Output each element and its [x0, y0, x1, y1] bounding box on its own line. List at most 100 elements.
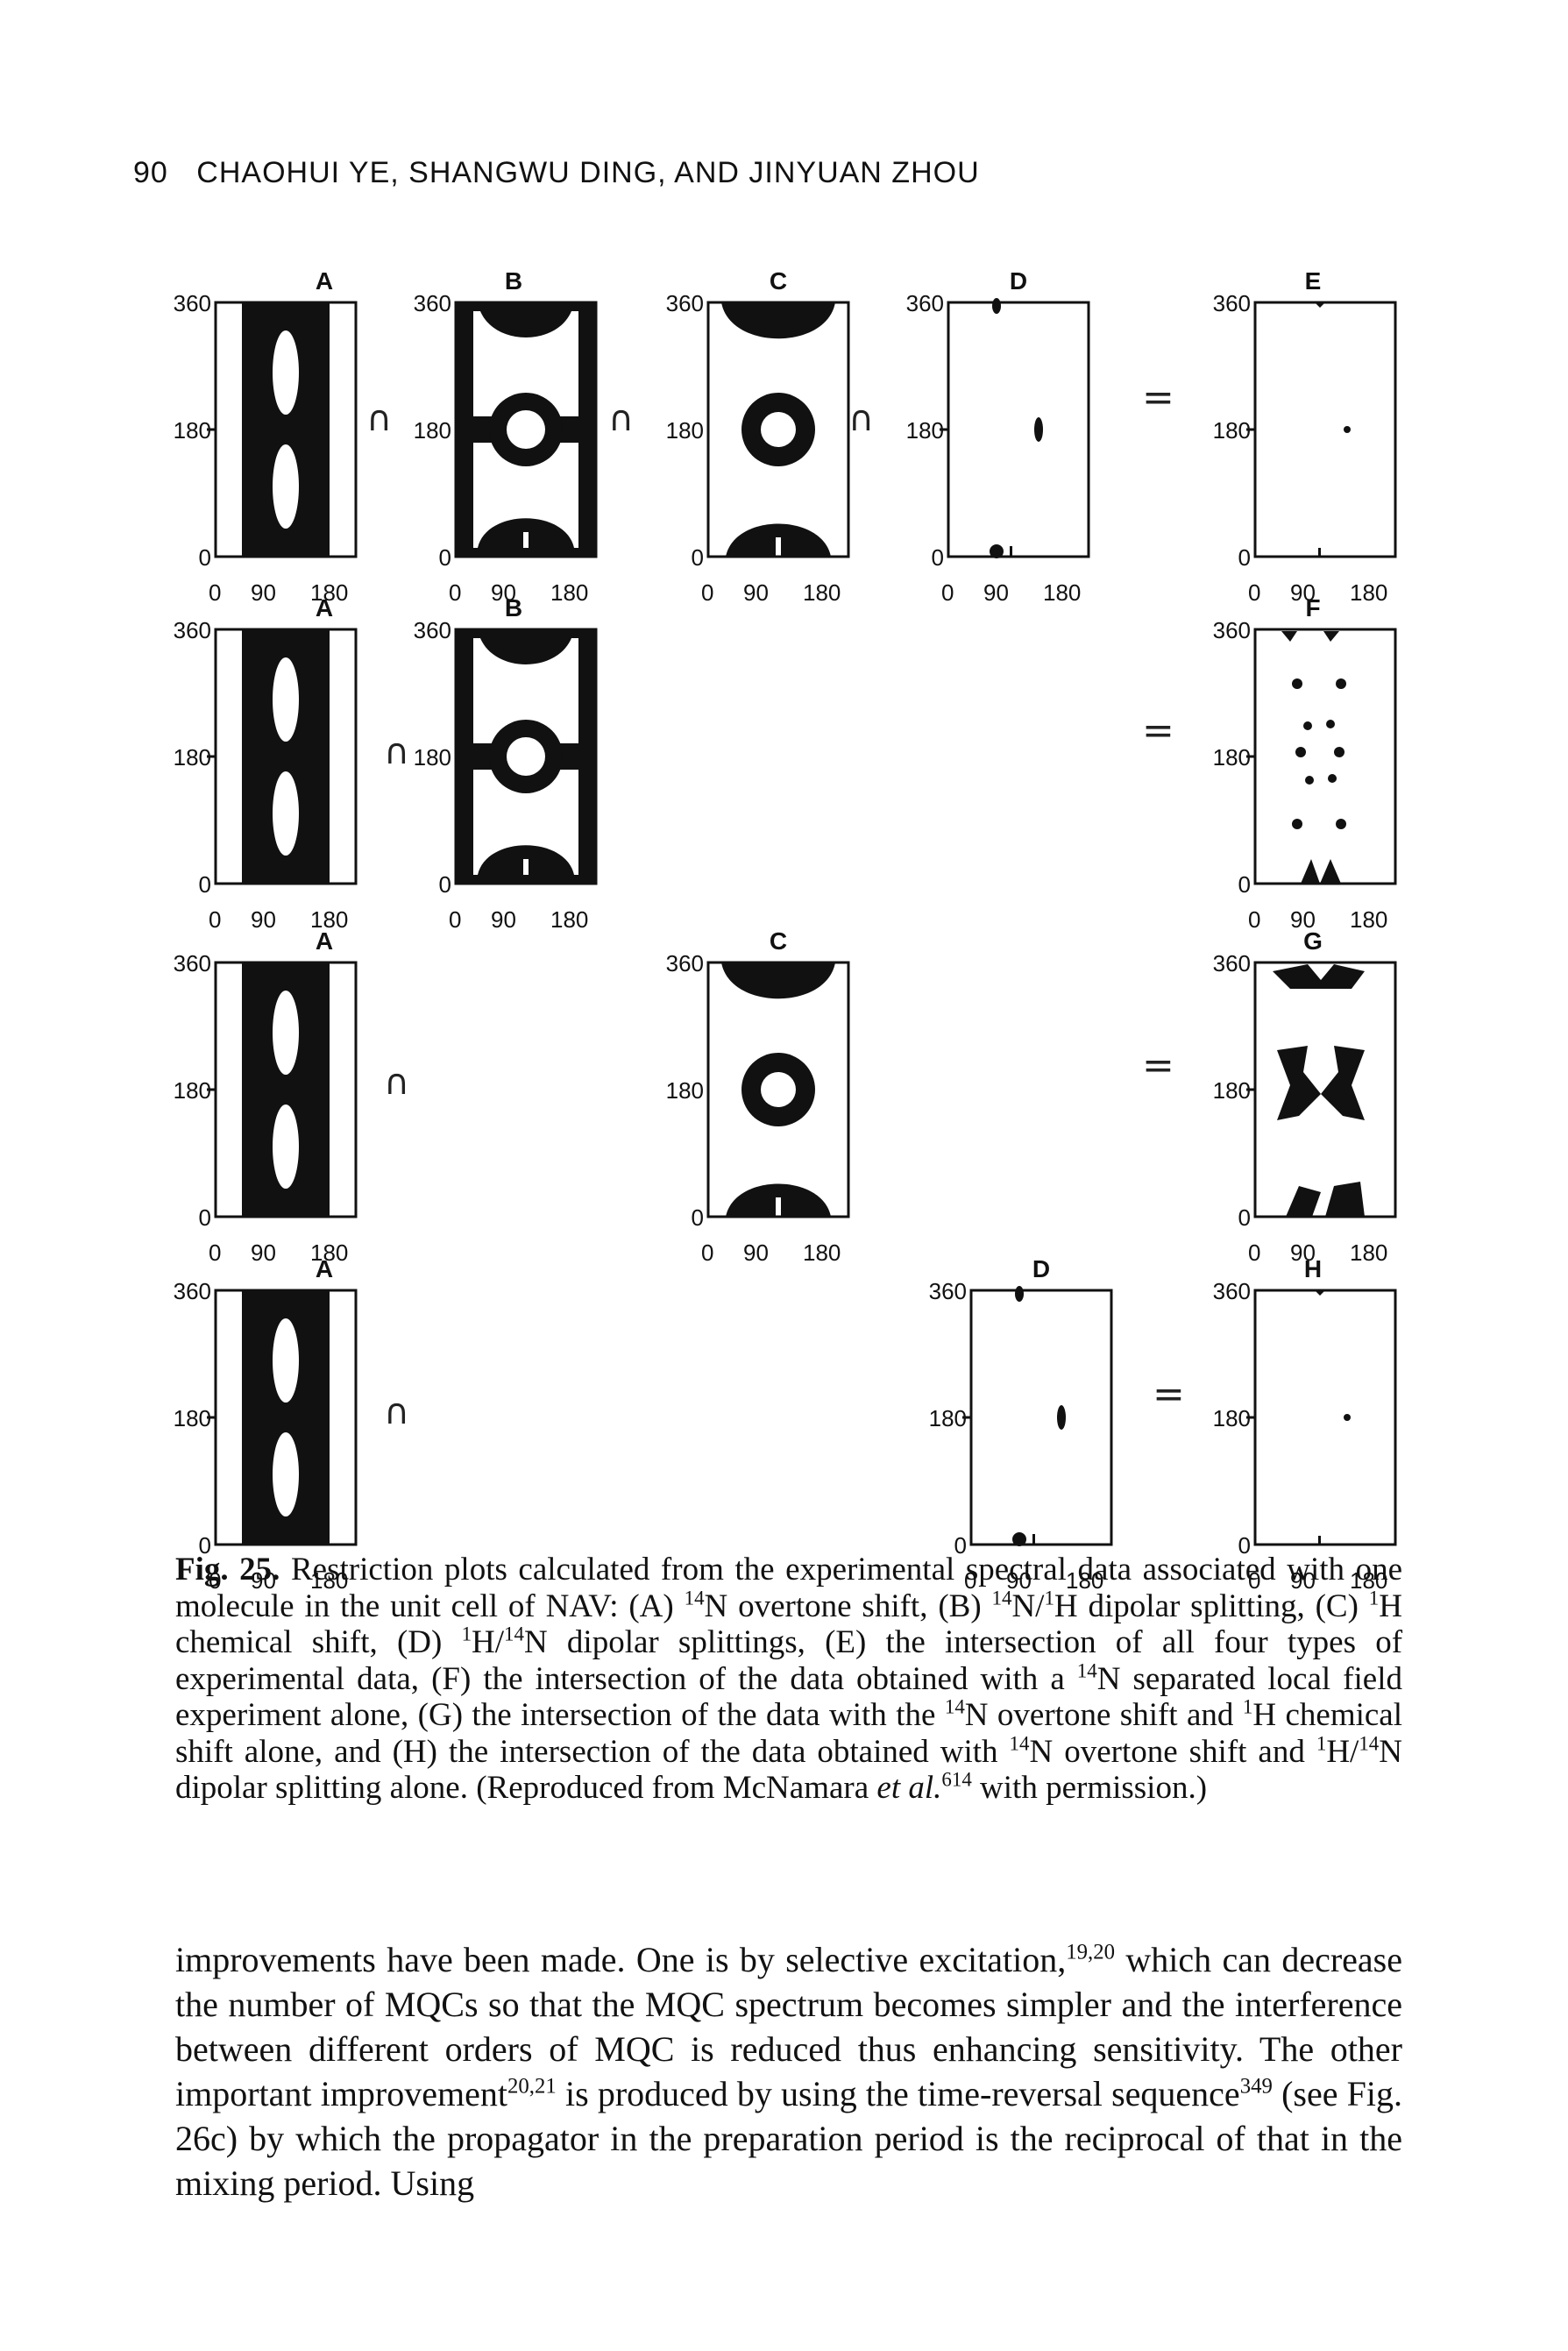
x-tick-90: 90	[1290, 906, 1316, 933]
y-tick-0: 0	[198, 544, 211, 571]
body-text: which can decrease the number of MQCs so…	[175, 1940, 1402, 2113]
x-tick-0: 0	[701, 579, 714, 606]
superscript: 14	[1009, 1732, 1030, 1755]
superscript: 14	[944, 1695, 965, 1718]
x-tick-180: 180	[803, 1239, 841, 1266]
y-tick-180: 180	[413, 417, 451, 444]
panel-label-d: D	[1032, 1255, 1051, 1282]
x-tick-90: 90	[1290, 1567, 1316, 1594]
y-tick-360: 360	[173, 950, 211, 977]
superscript: 14	[1359, 1732, 1380, 1755]
panel-label-h: H	[1303, 1255, 1323, 1282]
x-tick-180: 180	[1350, 1567, 1388, 1594]
header-authors: CHAOHUI YE, SHANGWU DING, AND JINYUAN ZH…	[196, 156, 980, 189]
y-tick-0: 0	[198, 1204, 211, 1231]
panel-label-e: E	[1304, 267, 1322, 295]
plot-frame	[1246, 961, 1397, 1218]
panel-label-a: A	[315, 267, 334, 295]
y-tick-180: 180	[1212, 744, 1251, 771]
x-tick-180: 180	[310, 1567, 349, 1594]
x-tick-180: 180	[1350, 579, 1388, 606]
intersection-symbol: ∩	[608, 399, 635, 439]
caption-text: N overtone shift and	[1029, 1733, 1316, 1770]
x-tick-180: 180	[1066, 1567, 1104, 1594]
superscript: 14	[504, 1623, 524, 1645]
x-tick-90: 90	[251, 1567, 276, 1594]
plot-a-row2: A 360 180 0 0 90 180	[174, 594, 408, 998]
x-tick-0: 0	[1248, 1239, 1261, 1266]
x-tick-90: 90	[251, 1239, 276, 1266]
y-tick-180: 180	[665, 417, 704, 444]
y-tick-180: 180	[1212, 417, 1251, 444]
y-tick-360: 360	[1212, 1278, 1251, 1304]
intersection-symbol: ∩	[384, 1392, 410, 1432]
reference-superscript: 349	[1239, 2074, 1273, 2099]
plot-a-row4: A 360 180 0 0 90 180	[174, 1255, 408, 1658]
plot-c-row3: C 360 180 0 0 90 180	[666, 927, 901, 1331]
plot-frame	[962, 1286, 1113, 1546]
reference-superscript: 19,20	[1066, 1940, 1116, 1964]
caption-text: with permission.)	[971, 1770, 1208, 1806]
y-tick-0: 0	[954, 1532, 967, 1559]
y-tick-360: 360	[1212, 617, 1251, 643]
x-tick-0: 0	[209, 1239, 222, 1266]
panel-label-a: A	[315, 1255, 334, 1282]
x-tick-90: 90	[983, 579, 1009, 606]
caption-etal: et al.	[876, 1770, 942, 1806]
plot-a-row3: A 360 180 0 0 90 180	[174, 927, 408, 1331]
x-tick-90: 90	[1290, 579, 1316, 606]
plot-h: H 360 180 0 0 90 180	[1213, 1255, 1448, 1658]
y-tick-0: 0	[1238, 871, 1251, 898]
x-tick-180: 180	[310, 579, 349, 606]
caption-text: H dipolar splitting, (C)	[1054, 1587, 1369, 1624]
panel-label-a: A	[315, 594, 334, 621]
y-tick-180: 180	[665, 1077, 704, 1104]
y-tick-180: 180	[928, 1405, 967, 1431]
caption-text: N overtone shift and	[964, 1697, 1243, 1733]
body-text: improvements have been made. One is by s…	[175, 1940, 1067, 1979]
superscript: 14	[1076, 1659, 1097, 1682]
plot-g: G 360 180 0 0 90 180	[1213, 927, 1448, 1331]
y-tick-0: 0	[198, 1532, 211, 1559]
x-tick-180: 180	[803, 579, 841, 606]
x-tick-90: 90	[1290, 1239, 1316, 1266]
x-tick-90: 90	[491, 906, 516, 933]
plot-d-row1: D 360 180 0 0 90 180	[906, 267, 1141, 671]
x-tick-90: 90	[251, 579, 276, 606]
plot-a-row1: A 360 180 0 0 90 180	[174, 267, 408, 671]
equals-symbol: =	[1142, 375, 1174, 420]
caption-text: Restriction plots calculated from the ex…	[175, 1552, 1402, 1624]
plot-frame	[454, 301, 598, 558]
x-tick-0: 0	[449, 579, 462, 606]
panel-label-c: C	[769, 267, 788, 295]
y-tick-0: 0	[198, 871, 211, 898]
superscript: 1	[1368, 1587, 1380, 1609]
x-tick-180: 180	[1350, 1239, 1388, 1266]
y-tick-180: 180	[1212, 1077, 1251, 1104]
x-tick-90: 90	[743, 579, 769, 606]
x-tick-90: 90	[491, 579, 516, 606]
x-tick-0: 0	[449, 906, 462, 933]
y-tick-0: 0	[438, 544, 451, 571]
plot-frame	[207, 301, 358, 558]
x-tick-180: 180	[310, 906, 349, 933]
plot-frame	[207, 1289, 358, 1546]
intersection-symbol: ∩	[848, 399, 875, 439]
superscript: 1	[1316, 1732, 1327, 1755]
x-tick-0: 0	[964, 1567, 977, 1594]
x-tick-0: 0	[209, 1567, 222, 1594]
page-number: 90	[133, 156, 168, 189]
equals-symbol: =	[1153, 1372, 1185, 1417]
caption-text: N separated local field experiment alone…	[175, 1660, 1402, 1734]
caption-text: H chemical shift, (D)	[175, 1587, 1402, 1661]
caption-text: N/	[1011, 1587, 1045, 1624]
figure-caption: Fig. 25. Restriction plots calculated fr…	[175, 1552, 1402, 1807]
equals-symbol: =	[1142, 1043, 1174, 1088]
plot-frame	[1246, 1289, 1397, 1546]
running-header: 90 CHAOHUI YE, SHANGWU DING, AND JINYUAN…	[133, 156, 980, 190]
body-text: (see Fig. 26c) by which the propagator i…	[175, 2074, 1403, 2203]
panel-label-c: C	[769, 927, 788, 955]
panel-label-b: B	[504, 594, 523, 621]
caption-text: H chemical shift alone, and (H) the inte…	[175, 1697, 1403, 1770]
y-tick-0: 0	[1238, 544, 1251, 571]
